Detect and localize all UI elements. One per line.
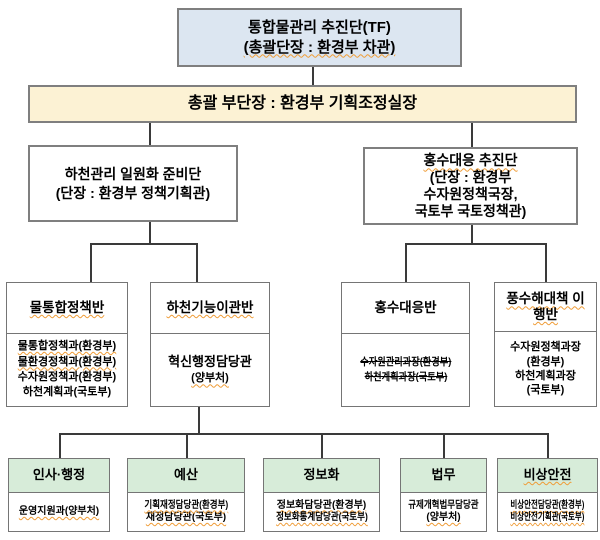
support-team-legal: 법무 규제개혁법무담당관 (양부처) [400, 458, 487, 532]
support-member: 규제개혁법무담당관 [408, 499, 479, 511]
branch-line: 국토부 국토정책관) [414, 202, 527, 219]
connector-support5-drop [547, 433, 549, 458]
team-member: (양부처) [191, 372, 229, 385]
support-team-emergency-safety: 비상안전 비상안전담당관(환경부) 비상안전기획관(국토부) [497, 458, 598, 532]
support-title: 인사·행정 [32, 467, 86, 483]
support-title: 비상안전 [523, 467, 572, 483]
team-water-policy: 물통합정책반 물통합정책과(환경부) 물환경정책과(환경부) 수자원정책과(환경… [6, 282, 128, 407]
deputy-label: 총괄 부단장 : 환경부 기획조정실장 [187, 94, 418, 112]
root-title: 통합물관리 추진단(TF) [248, 19, 391, 36]
connector-support1-drop [59, 433, 61, 458]
connector-support3-drop [321, 433, 323, 458]
connector-support4-drop [443, 433, 445, 458]
connector-deputy-right-branch [471, 123, 473, 147]
team-title: 하천기능이관반 [166, 300, 254, 316]
team-member-struck: 수자원관리과장(환경부) [359, 356, 452, 369]
support-member: 비상안전담당관(환경부) [510, 500, 585, 511]
connector-team4-drop [545, 243, 547, 282]
team-member: 하천계획과(국토부) [22, 386, 112, 399]
team-member: (국토부) [526, 384, 565, 397]
root-node: 통합물관리 추진단(TF) (총괄단장 : 환경부 차관) [177, 8, 462, 67]
connector-left-branch-down [149, 222, 151, 243]
support-team-hr-admin: 인사·행정 운영지원과(양부처) [8, 458, 110, 532]
support-member: 정보화담당관(환경부) [276, 499, 367, 511]
team-member: 물환경정책과(환경부) [17, 355, 117, 368]
team-member: 수자원정책과장 [510, 341, 581, 354]
support-member: (양부처) [426, 512, 461, 523]
branch-line: 수자원정책국장, [423, 186, 518, 202]
team-member: (환경부) [526, 355, 565, 368]
connector-deputy-left-branch [149, 123, 151, 145]
connector-right-branch-spread [405, 243, 547, 245]
team-storm-flood-countermeasure: 풍수해대책 이행반 수자원정책과장 (환경부) 하천계획과장 (국토부) [494, 282, 597, 407]
team-member: 수자원정책과(환경부) [17, 371, 117, 383]
support-member: 재정담당관(국토부) [145, 512, 227, 523]
support-member: 기획재정담당관(환경부) [144, 499, 228, 511]
support-team-budget: 예산 기획재정담당관(환경부) 재정담당관(국토부) [127, 458, 245, 532]
team-member-struck: 하천계획과장(국토부) [364, 371, 447, 383]
branch-river-management: 하천관리 일원화 준비단 (단장 : 환경부 정책기획관) [28, 145, 238, 222]
branch-flood-response: 홍수대응 추진단 (단장 : 환경부 수자원정책국장, 국토부 국토정책관) [363, 147, 578, 225]
team-river-function-transfer: 하천기능이관반 혁신행정담당관 (양부처) [150, 282, 270, 407]
branch-line: 홍수대응 추진단 [423, 152, 518, 169]
branch-line: (단장 : 환경부 정책기획관) [55, 184, 211, 201]
support-member: 비상안전기획관(국토부) [510, 512, 585, 523]
connector-team2-drop [196, 243, 198, 282]
team-member: 혁신행정담당관 [168, 354, 252, 370]
team-title: 풍수해대책 이행반 [506, 291, 585, 322]
deputy-node: 총괄 부단장 : 환경부 기획조정실장 [28, 85, 577, 123]
connector-support2-drop [186, 433, 188, 458]
team-member: 물통합정책과(환경부) [17, 340, 117, 353]
team-title: 물통합정책반 [29, 300, 105, 316]
branch-line: 하천관리 일원화 준비단 [64, 166, 202, 183]
branch-line: (단장 : 환경부 [429, 169, 512, 186]
support-member: 정보화통계담당관(국토부) [275, 512, 368, 523]
connector-team2-down [198, 407, 200, 433]
connector-team1-drop [90, 243, 92, 282]
connector-support-spread [59, 433, 549, 435]
connector-right-branch-down [471, 225, 473, 243]
team-flood-response: 홍수대응반 수자원관리과장(환경부) 하천계획과장(국토부) [341, 282, 470, 407]
support-title: 법무 [431, 467, 456, 483]
team-member: 하천계획과장 [515, 370, 576, 382]
support-title: 정보화 [303, 467, 340, 483]
connector-root-deputy [312, 67, 314, 85]
support-title: 예산 [174, 467, 198, 483]
support-team-information: 정보화 정보화담당관(환경부) 정보화통계담당관(국토부) [263, 458, 380, 532]
connector-team3-drop [405, 243, 407, 282]
team-title: 홍수대응반 [374, 300, 437, 316]
support-member: 운영지원과(양부처) [18, 506, 100, 517]
connector-left-branch-spread [90, 243, 198, 245]
root-subtitle: (총괄단장 : 환경부 차관) [243, 38, 396, 56]
